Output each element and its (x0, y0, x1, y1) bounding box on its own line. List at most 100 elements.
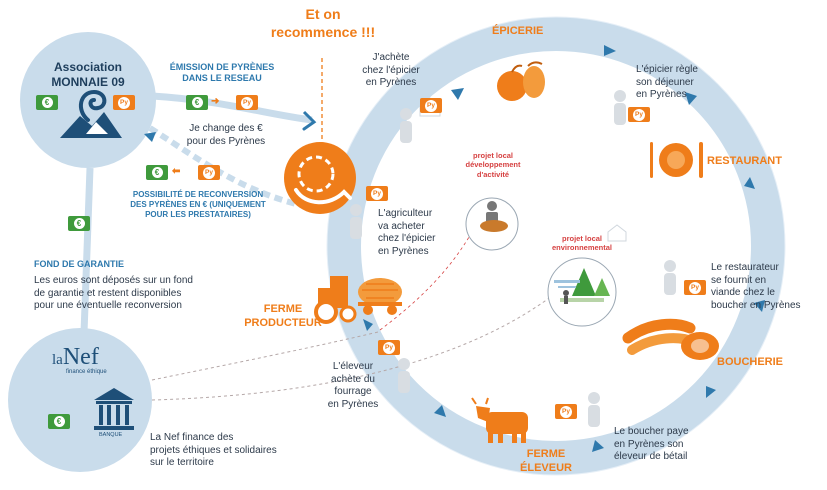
nef-line2: projets éthiques et solidaires (150, 444, 277, 456)
people (350, 90, 676, 427)
pyrene-symbol: Py (371, 187, 383, 200)
association-line2: MONNAIE 09 (51, 75, 125, 89)
emission-line1: ÉMISSION DE PYRÈNES (169, 62, 275, 72)
cow-icon (471, 397, 528, 443)
tractor-icon (314, 276, 357, 324)
reconversion-arrow: ⬅ (172, 166, 181, 177)
achete-line1: J'achète (372, 52, 410, 63)
nef-tagline: finance éthique (66, 369, 107, 375)
association-title: Association MONNAIE 09 (30, 60, 146, 90)
epicier-line2: son déjeuner (636, 76, 694, 88)
ring-arrow (434, 405, 446, 417)
ring-arrow (363, 319, 373, 331)
project-environment-circle (547, 257, 617, 327)
association-circle (20, 32, 156, 168)
pyrene-symbol: Py (560, 405, 572, 418)
eleveur-caption-line4: en Pyrènes (327, 398, 379, 410)
station-restaurant: RESTAURANT (707, 155, 782, 167)
headline-line1: Et on (305, 6, 341, 22)
exchange-line2: pour des Pyrènes (186, 135, 266, 147)
reconversion-text: POSSIBILITÉ DE RECONVERSION DES PYRÈNES … (124, 190, 272, 220)
environment-line1: projet local (561, 234, 602, 243)
hay-cart-icon (358, 278, 402, 315)
exchange-arrow: ➜ (211, 96, 220, 107)
nef-brand-la: la (52, 352, 63, 368)
agriculteur-line2: va acheter (378, 220, 425, 232)
ring-arrow (592, 440, 604, 452)
eleveur-caption-line1: L'éleveur (332, 361, 374, 372)
restaurateur-line1: Le restaurateur (711, 262, 779, 273)
person-icon (588, 392, 600, 427)
restaurateur-line4: boucher en Pyrènes (711, 299, 801, 311)
nef-description: La Nef finance des projets éthiques et s… (150, 432, 320, 470)
reconversion-line2: DES PYRÈNES EN € (UNIQUEMENT (130, 200, 266, 209)
boucher-line1: Le boucher paye (614, 426, 689, 437)
producteur-line1: FERME (263, 303, 303, 315)
fund-description: Les euros sont déposés sur un fond de ga… (34, 275, 234, 313)
activity-line3: d'activité (476, 169, 510, 179)
nef-logo: laNef (52, 342, 99, 372)
plate-fork-knife-icon (650, 142, 703, 178)
caption-epicier: L'épicier règle son déjeuner en Pyrènes (636, 64, 726, 102)
pyrene-note: Py (378, 340, 400, 355)
activity-line2: développement (465, 160, 521, 170)
agriculteur-line1: L'agriculteur (378, 208, 433, 219)
tree-icon (594, 278, 610, 296)
nef-bank-label: BANQUE (99, 432, 123, 438)
reconversion-line3: POUR LES PRESTATAIRES) (145, 210, 251, 219)
euro-symbol: € (73, 218, 85, 229)
nef-brand-nef: Nef (62, 344, 99, 370)
fund-line2: de garantie et restent disponibles (34, 287, 182, 299)
boucher-line2: en Pyrènes son (614, 438, 684, 450)
ring-arrow (604, 45, 616, 56)
agriculteur-line3: chez l'épicier (378, 233, 436, 244)
headline-line2: recommence !!! (270, 23, 376, 40)
orange-hands-icon (284, 142, 356, 214)
project-activity-circle (465, 197, 519, 251)
pyrene-symbol: Py (241, 96, 253, 109)
eleveur-line2: ÉLEVEUR (520, 461, 572, 474)
ring-arrow (706, 386, 716, 398)
project-environment-label: projet local environnemental (540, 234, 624, 253)
ring-arrow (685, 92, 697, 105)
exchange-line1: Je change des € (189, 123, 263, 134)
achete-line3: en Pyrènes (365, 77, 417, 88)
achete-line2: chez l'épicier (362, 64, 420, 76)
pyrene-note: Py (366, 186, 388, 201)
station-boucherie: BOUCHERIE (717, 356, 784, 368)
economy-ring (327, 17, 785, 475)
environment-line2: environnemental (551, 243, 612, 253)
project-activity-label: projet local développement d'activité (454, 151, 532, 179)
pyrene-note: Py (628, 107, 650, 122)
person-icon (398, 358, 410, 393)
pyrene-symbol: Py (633, 108, 645, 121)
nef-line1: La Nef finance des (150, 432, 234, 443)
fund-line1: Les euros sont déposés sur un fond (34, 275, 193, 286)
pyrene-note: Py (113, 95, 135, 110)
pyrene-symbol: Py (118, 96, 130, 109)
person-icon (400, 108, 412, 143)
agriculteur-line4: en Pyrènes (378, 245, 429, 257)
pyrene-symbol: Py (689, 281, 701, 294)
epicier-line3: en Pyrènes (636, 89, 687, 100)
emission-title: ÉMISSION DE PYRÈNES DANS LE RESEAU (160, 62, 284, 85)
euro-note: € (68, 216, 90, 231)
activity-line1: projet local (472, 151, 513, 160)
ring-arrow (451, 88, 464, 100)
pyrene-note: Py (420, 98, 442, 113)
spiral-logo-icon (60, 89, 122, 138)
person-icon (350, 204, 362, 239)
house-icon (607, 224, 627, 242)
euro-symbol: € (151, 167, 163, 178)
euro-note: € (36, 95, 58, 110)
restaurateur-line3: viande chez le (711, 287, 775, 298)
euro-symbol: € (41, 97, 53, 108)
ring-arrow (744, 177, 755, 189)
euro-note: € (48, 414, 70, 429)
tree-icon (572, 268, 596, 296)
person-icon (664, 260, 676, 295)
nef-line3: sur le territoire (150, 457, 214, 468)
boucher-line3: éleveur de bétail (614, 451, 688, 462)
pyrene-note: Py (198, 165, 220, 180)
